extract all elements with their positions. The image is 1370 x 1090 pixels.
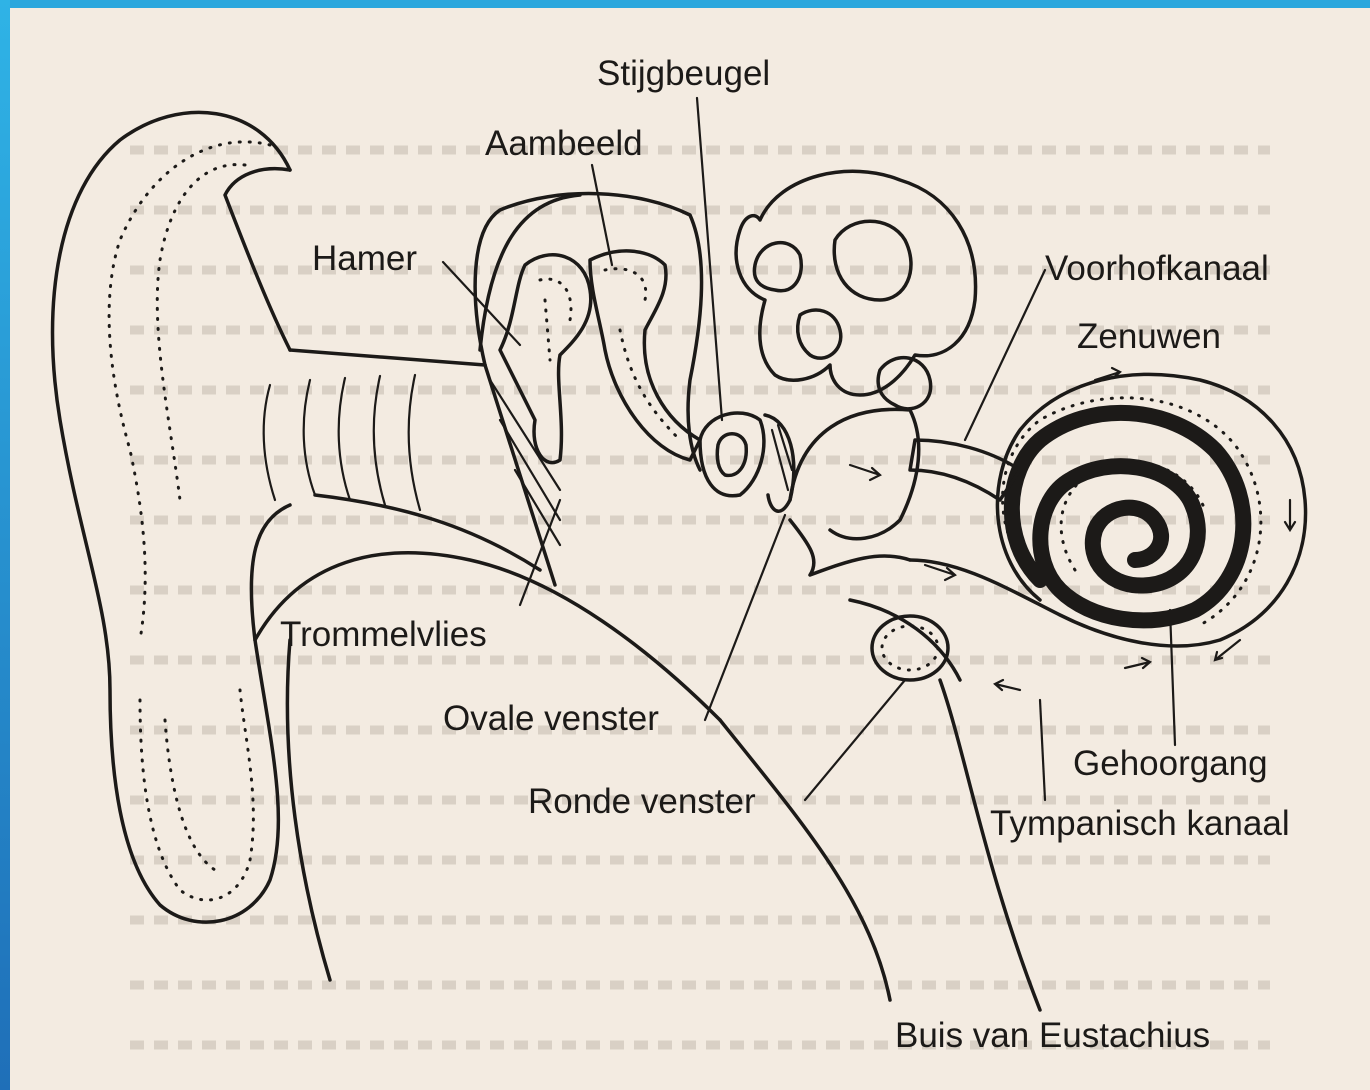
label-buis-van-eustachius: Buis van Eustachius [895, 1016, 1210, 1055]
label-zenuwen: Zenuwen [1077, 317, 1221, 356]
label-ronde-venster: Ronde venster [528, 782, 756, 821]
ear-canal [255, 350, 720, 980]
hammer-bone [500, 255, 591, 463]
label-hamer: Hamer [312, 239, 417, 278]
label-stijgbeugel: Stijgbeugel [597, 54, 770, 93]
cochlea [910, 374, 1306, 646]
label-ovale-venster: Ovale venster [443, 699, 659, 738]
label-gehoorgang: Gehoorgang [1073, 744, 1268, 783]
vestibule [790, 409, 919, 575]
anvil-bone [590, 251, 700, 460]
label-aambeeld: Aambeeld [485, 124, 643, 163]
label-tympanisch-kanaal: Tympanisch kanaal [990, 804, 1290, 843]
label-trommelvlies: Trommelvlies [280, 615, 487, 654]
label-voorhofkanaal: Voorhofkanaal [1045, 249, 1269, 288]
